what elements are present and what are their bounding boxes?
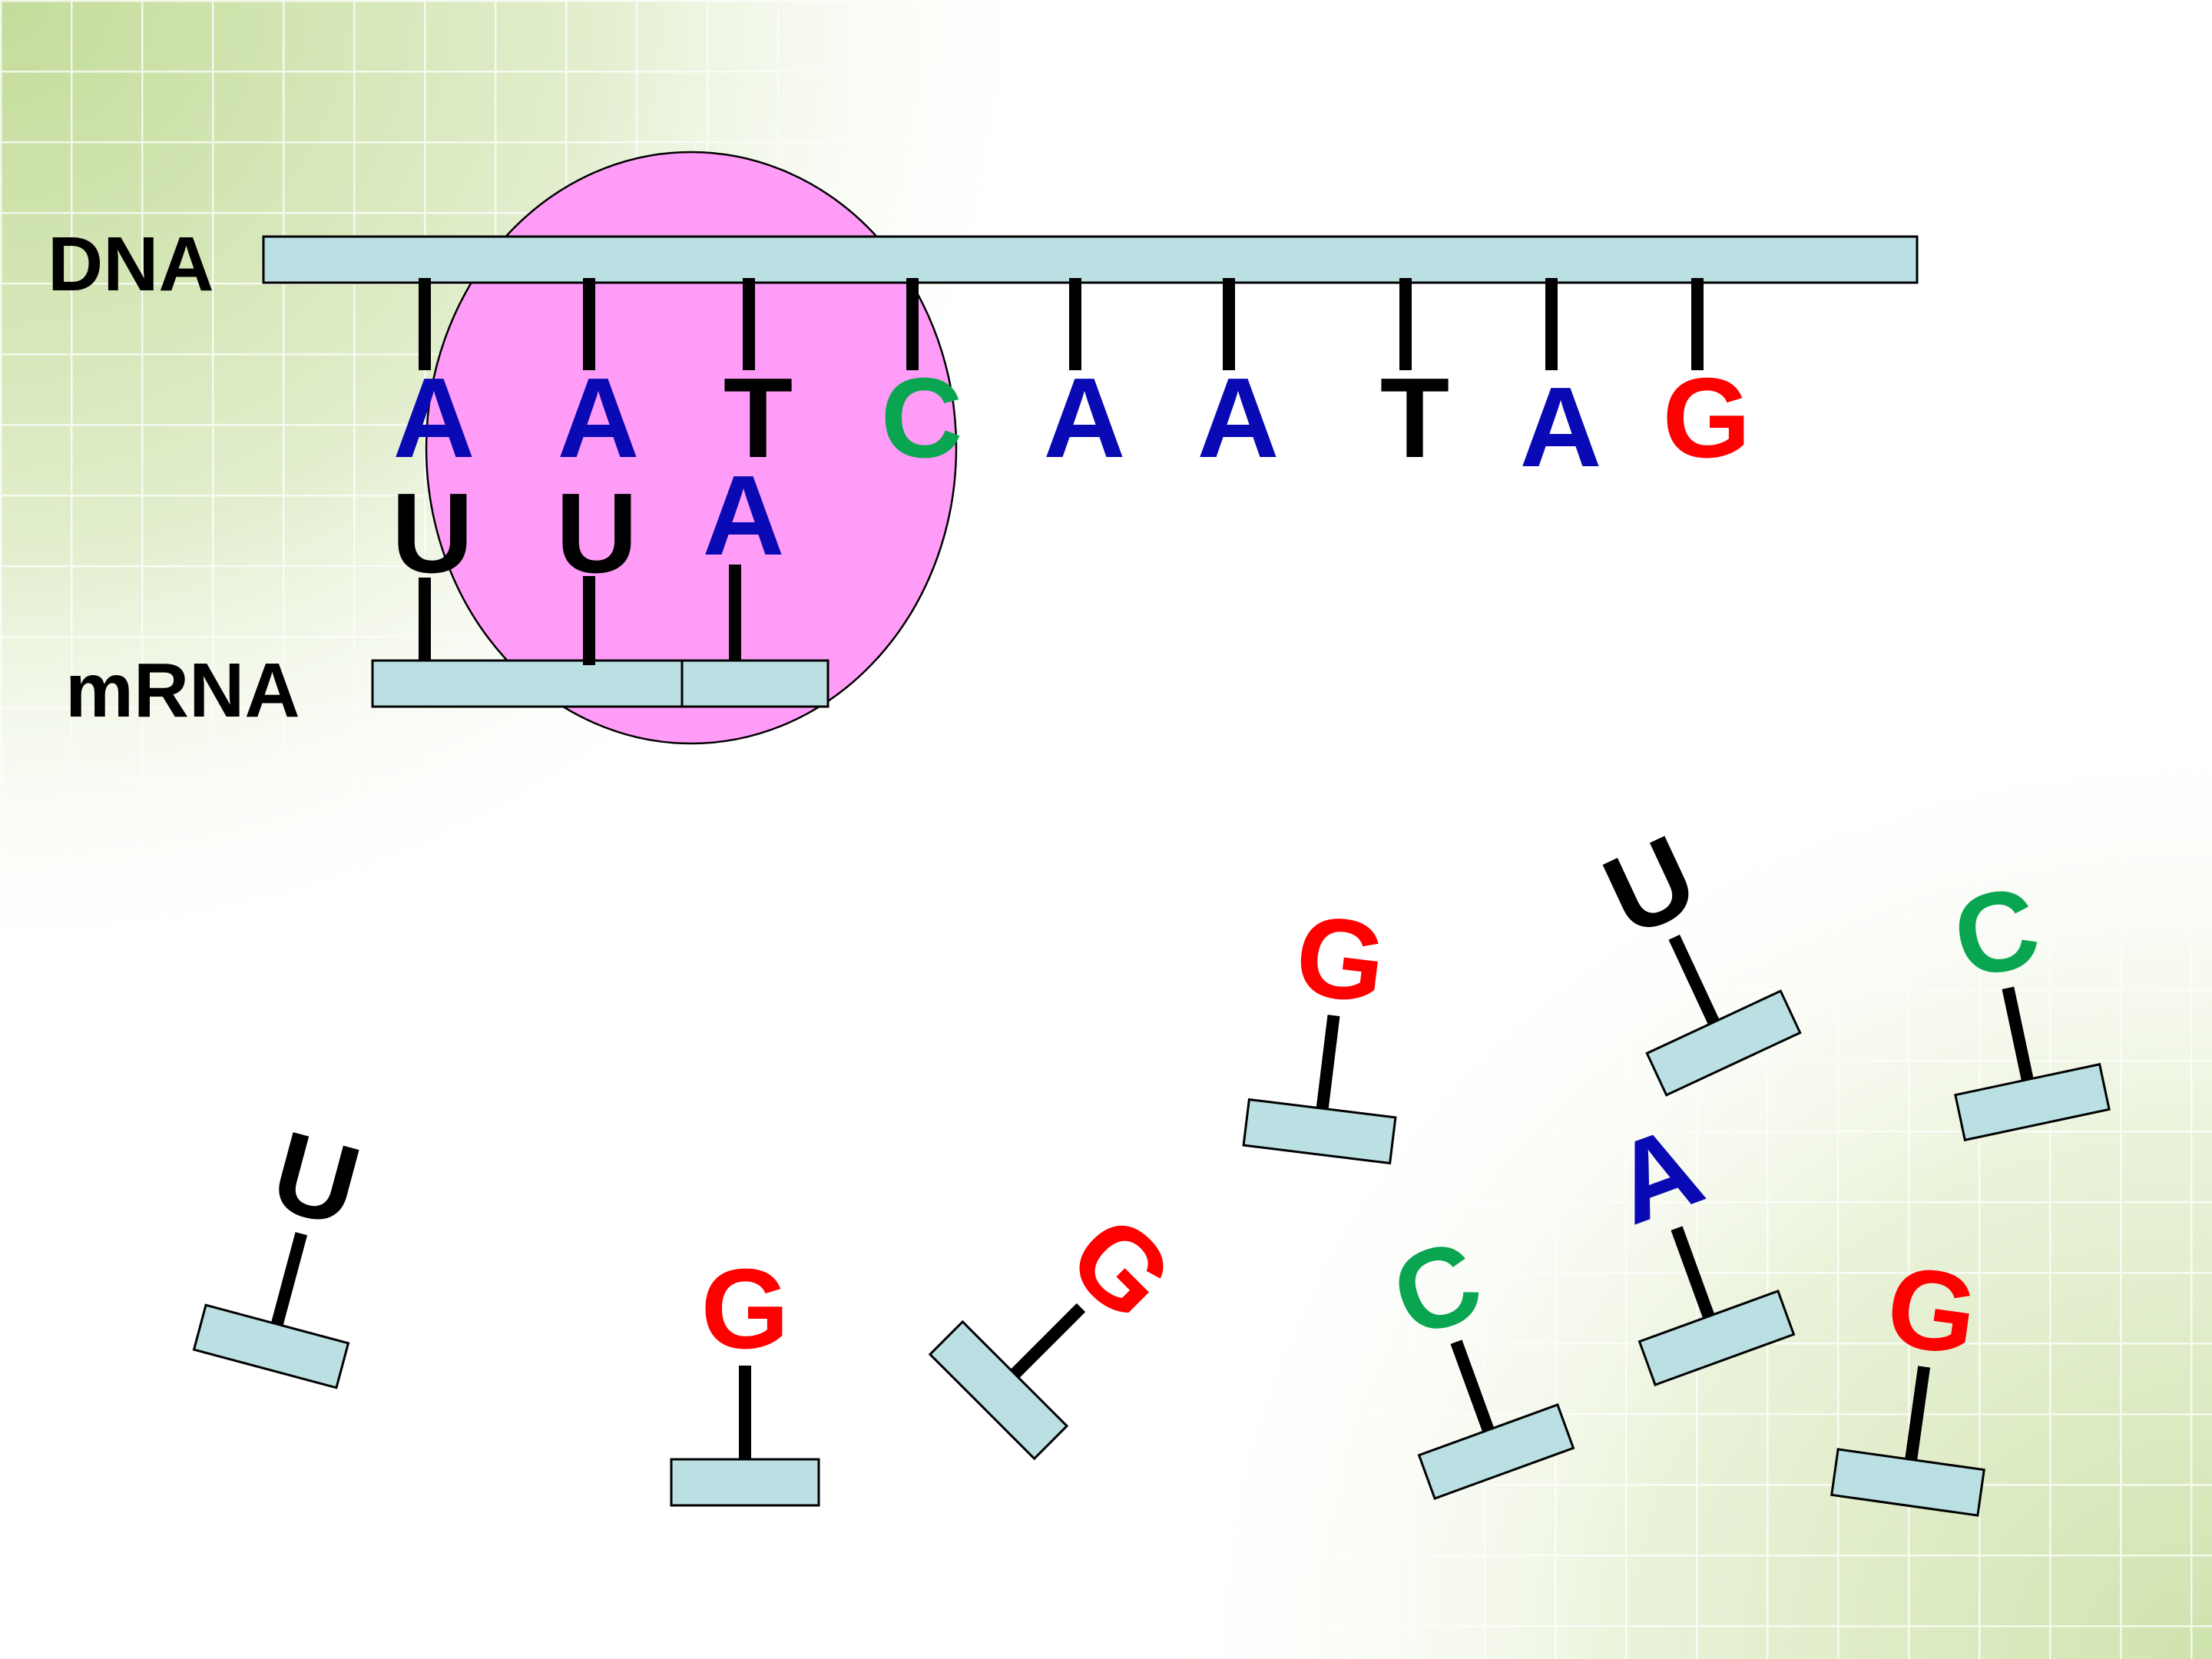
- nucleotide-block: [1645, 989, 1802, 1097]
- free-nucleotide: G: [1830, 1242, 1985, 1517]
- mrna-base-1: U: [392, 470, 474, 597]
- dna-strand: [262, 235, 1919, 284]
- nucleotide-bond: [271, 1232, 308, 1326]
- mrna-label: mRNA: [65, 647, 300, 733]
- dna-base-9: G: [1662, 355, 1750, 482]
- dna-base-2: A: [558, 355, 640, 482]
- dna-base-5: A: [1044, 355, 1126, 482]
- dna-base-4: C: [881, 355, 963, 482]
- nucleotide-bond: [1671, 1226, 1715, 1319]
- dna-base-3: T: [724, 355, 793, 482]
- nucleotide-block: [1242, 1098, 1397, 1165]
- nucleotide-block: [1637, 1290, 1796, 1386]
- dna-base-8: A: [1520, 364, 1602, 491]
- nucleotide-bond: [1316, 1015, 1340, 1110]
- free-nucleotide: G: [1242, 891, 1397, 1165]
- nucleotide-bond: [1668, 934, 1720, 1025]
- nucleotide-base: G: [700, 1246, 789, 1373]
- nucleotide-base: G: [1879, 1242, 1985, 1379]
- mrna-strand-new-segment: [680, 659, 830, 708]
- free-nucleotide: G: [670, 1246, 820, 1507]
- rna-polymerase: [425, 151, 958, 745]
- nucleotide-bond: [1450, 1339, 1495, 1432]
- dna-label: DNA: [48, 221, 214, 307]
- nucleotide-base: G: [1289, 891, 1392, 1028]
- nucleotide-block: [1830, 1448, 1985, 1517]
- mrna-base-3: A: [703, 452, 785, 579]
- dna-base-7: T: [1380, 355, 1449, 482]
- nucleotide-bond: [1010, 1303, 1086, 1379]
- nucleotide-block: [670, 1458, 820, 1507]
- mrna-strand: [371, 659, 684, 708]
- mrna-base-2: U: [556, 470, 638, 597]
- nucleotide-bond: [2002, 986, 2034, 1081]
- nucleotide-bond: [1905, 1366, 1931, 1461]
- dna-base-6: A: [1197, 355, 1280, 482]
- dna-base-1: A: [393, 355, 475, 482]
